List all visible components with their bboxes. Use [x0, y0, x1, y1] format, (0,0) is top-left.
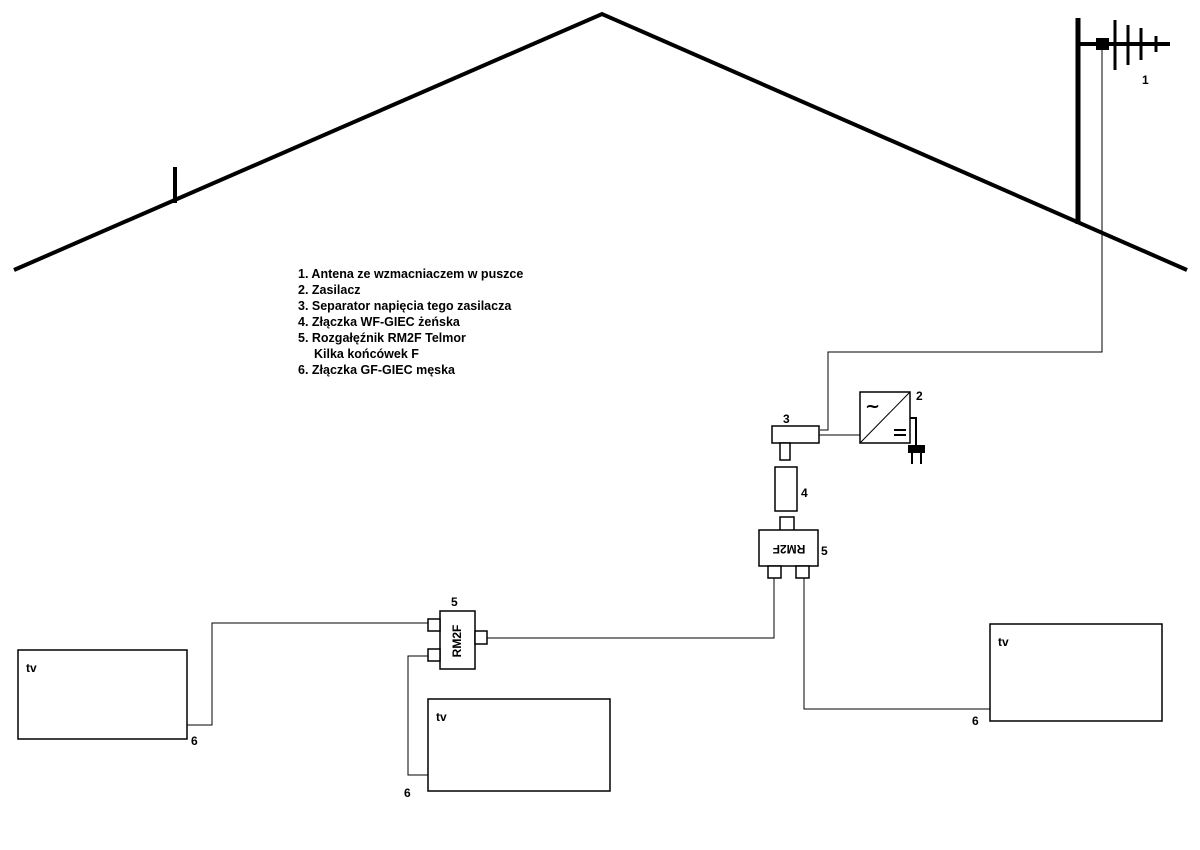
separator-number-label: 3 — [783, 412, 790, 426]
cable-to-middle-tv — [407, 655, 428, 776]
splitter-second — [427, 610, 488, 670]
tv-right-label: tv — [998, 635, 1009, 649]
tv-right — [989, 623, 1163, 722]
legend-list: 1. Antena ze wzmacniaczem w puszce 2. Za… — [298, 266, 523, 378]
tv-left-connector-label: 6 — [191, 734, 198, 748]
splitter-second-number-label: 5 — [451, 595, 458, 609]
female-connector-number-label: 4 — [801, 486, 808, 500]
tv-middle-label: tv — [436, 710, 447, 724]
roof-outline — [13, 11, 1188, 272]
splitter-main-text: RM2F — [773, 542, 806, 556]
legend-item: 3. Separator napięcia tego zasilacza — [298, 299, 512, 313]
power-plug-icon — [908, 417, 925, 464]
splitter-main-number-label: 5 — [821, 544, 828, 558]
legend-item: 6. Złączka GF-GIEC męska — [298, 363, 456, 377]
antenna-cable — [820, 50, 1103, 431]
power-supply-number-label: 2 — [916, 389, 923, 403]
ac-symbol: ~ — [865, 396, 880, 417]
tv-left — [17, 649, 188, 740]
female-connector — [774, 466, 798, 512]
cable-to-left-tv — [187, 622, 428, 726]
splitter-main — [758, 516, 819, 579]
legend-item: 4. Złączka WF-GIEC żeńska — [298, 315, 460, 329]
cable-to-second-splitter — [487, 578, 775, 639]
voltage-separator — [771, 425, 820, 461]
cable-to-right-tv — [803, 578, 990, 710]
legend-item: 2. Zasilacz — [298, 283, 361, 297]
splitter-second-text: RM2F — [450, 625, 464, 658]
tv-right-connector-label: 6 — [972, 714, 979, 728]
legend-item: 1. Antena ze wzmacniaczem w puszce — [298, 267, 524, 281]
legend-item: 5. Rozgałęźnik RM2F Telmor — [298, 331, 466, 345]
tv-middle-connector-label: 6 — [404, 786, 411, 800]
antenna — [1075, 18, 1170, 224]
power-supply — [859, 391, 911, 444]
tv-middle — [427, 698, 611, 792]
antenna-number-label: 1 — [1142, 73, 1149, 87]
legend-item: Kilka końcówek F — [314, 347, 419, 361]
tv-left-label: tv — [26, 661, 37, 675]
